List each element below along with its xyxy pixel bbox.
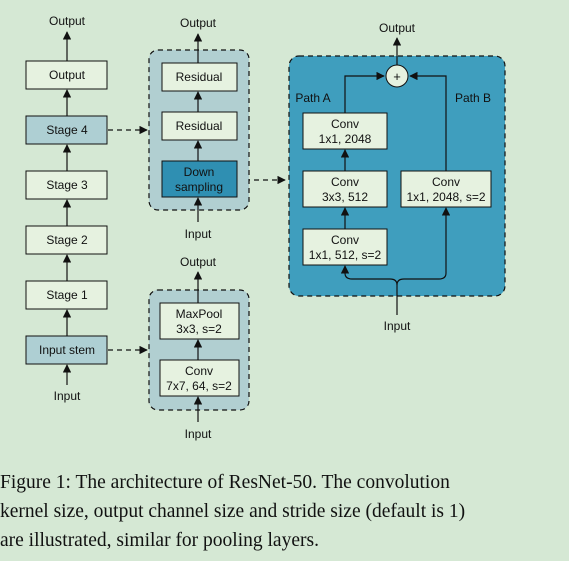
downsampling-label-line1: Down: [184, 165, 215, 179]
conv-a3-label-line2: 1x1, 2048: [319, 132, 372, 146]
residual-bottom-label: Residual: [176, 119, 223, 133]
conv-b-label-line2: 1x1, 2048, s=2: [406, 190, 485, 204]
conv-a1-label-line1: Conv: [331, 233, 359, 247]
stage1-label: Stage 1: [46, 288, 88, 302]
output-box: [25, 60, 108, 90]
downsampling-label-line2: sampling: [175, 180, 223, 194]
caption-line-3: are illustrated, similar for pooling lay…: [0, 530, 319, 551]
input-stem-box: [25, 335, 108, 365]
add-node: [385, 64, 409, 88]
downsampling-detail-output-label: Output: [379, 21, 416, 35]
stem-detail-group: Output MaxPool 3x3, s=2 Conv 7x7, 64, s=…: [148, 255, 250, 441]
downsampling-detail-input-label: Input: [384, 319, 411, 333]
path-b-label: Path B: [455, 91, 491, 105]
stage4-label: Stage 4: [46, 123, 88, 137]
conv-a3-label-line1: Conv: [331, 117, 359, 131]
stem-conv-label-line1: Conv: [185, 364, 213, 378]
maxpool-label-line1: MaxPool: [176, 307, 223, 321]
main-output-label: Output: [49, 14, 86, 28]
stem-detail-output-label: Output: [180, 255, 217, 269]
stage1-box: [25, 280, 108, 310]
residual-bottom-box: [161, 111, 238, 141]
arrow-input-to-path-a: [340, 265, 398, 286]
stem-detail-input-label: Input: [185, 427, 212, 441]
stage4-box: [25, 115, 108, 145]
stage2-box: [25, 225, 108, 255]
conv-a1-box: [302, 228, 388, 266]
conv-b-label-line1: Conv: [432, 175, 460, 189]
maxpool-label-line2: 3x3, s=2: [176, 322, 222, 336]
figure-caption: Figure 1: The architecture of ResNet-50.…: [0, 468, 569, 555]
stem-conv-label-line2: 7x7, 64, s=2: [166, 379, 232, 393]
stage2-label: Stage 2: [46, 233, 88, 247]
stage-detail-input-label: Input: [185, 227, 212, 241]
main-input-label: Input: [54, 389, 81, 403]
caption-line-1: Figure 1: The architecture of ResNet-50.…: [0, 472, 450, 493]
downsampling-detail-group: Output + Path A Path B Conv 1x1, 2048 Co…: [288, 21, 506, 333]
stage-detail-group: Output Residual Residual Down sampling I…: [148, 16, 250, 241]
path-a-label: Path A: [295, 91, 330, 105]
arrow-input-to-path-b: [396, 207, 451, 286]
conv-a2-label-line2: 3x3, 512: [322, 190, 368, 204]
conv-a2-box: [302, 170, 388, 208]
stem-conv-box: [159, 359, 240, 397]
maxpool-box: [159, 302, 240, 340]
resnet50-architecture-diagram: Output Output Stage 4 Stage 3 Stage 2 St…: [25, 14, 506, 441]
output-box-label: Output: [49, 68, 86, 82]
conv-b-box: [400, 170, 492, 208]
input-stem-label: Input stem: [39, 343, 95, 357]
conv-a3-box: [302, 112, 388, 150]
residual-top-box: [161, 62, 238, 92]
arrow-path-b-to-add: [409, 71, 447, 171]
arrow-path-a-to-add: [344, 71, 385, 113]
main-pipeline: Output Output Stage 4 Stage 3 Stage 2 St…: [25, 14, 108, 403]
caption-line-2: kernel size, output channel size and str…: [0, 501, 466, 522]
stage-detail-output-label: Output: [180, 16, 217, 30]
conv-a1-label-line2: 1x1, 512, s=2: [309, 248, 382, 262]
add-symbol: +: [393, 69, 401, 84]
stage3-label: Stage 3: [46, 178, 88, 192]
downsampling-box: [161, 160, 238, 198]
residual-top-label: Residual: [176, 70, 223, 84]
conv-a2-label-line1: Conv: [331, 175, 359, 189]
stage3-box: [25, 170, 108, 200]
